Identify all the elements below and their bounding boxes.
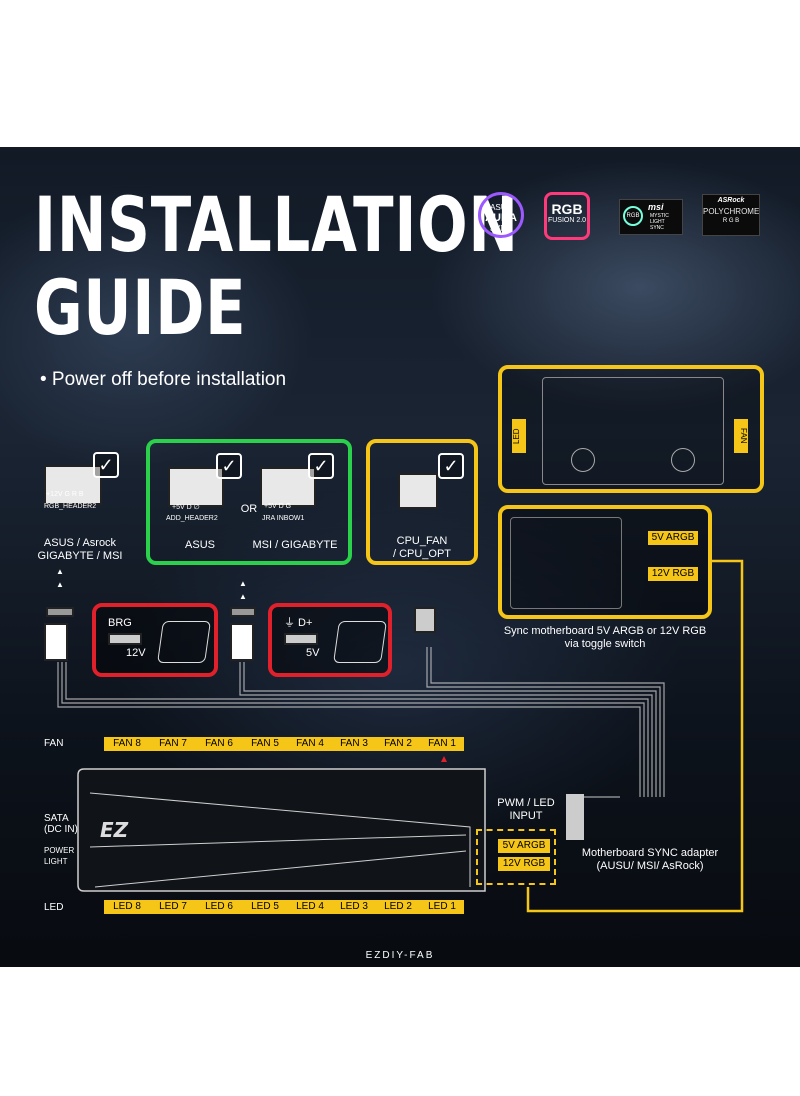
sata-label: SATA (DC IN) — [44, 813, 78, 835]
aura-logo-text: AURA — [485, 212, 517, 224]
fan-5-tag: FAN 5 — [242, 737, 288, 751]
rgb-fusion-main: RGB — [551, 201, 583, 217]
rgb-fusion-sub: FUSION 2.0 — [547, 217, 587, 224]
led-1-tag: LED 1 — [420, 900, 464, 914]
led-row-label: LED — [44, 902, 64, 913]
fan-header-icon — [398, 473, 438, 509]
header-left-label: ASUS / Asrock GIGABYTE / MSI — [37, 537, 123, 562]
page-title-line1: INSTALLATION — [34, 180, 519, 269]
power-off-note: • Power off before installation — [40, 369, 287, 390]
pwm-led-input-label: PWM / LED INPUT — [497, 797, 555, 822]
fan-7-tag: FAN 7 — [150, 737, 196, 751]
fan-6-tag: FAN 6 — [196, 737, 242, 751]
asus-header-name: ADD_HEADER2 — [166, 515, 218, 522]
fan-8-tag: FAN 8 — [104, 737, 150, 751]
hub-top-view: LED FAN — [498, 365, 764, 493]
msi-line2: LIGHT — [650, 219, 665, 225]
fan-plug-icon — [414, 607, 436, 633]
asrock-polychrome-logo: ASRock POLYCHROME R G B — [702, 194, 760, 236]
fan-4-tag: FAN 4 — [288, 737, 332, 751]
header-pins-icon — [260, 467, 316, 507]
msi-line1: MYSTIC — [650, 213, 669, 219]
header-pins-icon — [168, 467, 224, 507]
checkmark-icon: ✓ — [216, 453, 242, 479]
12v-rgb-option: 12V RGB — [648, 567, 698, 581]
led-3-tag: LED 3 — [332, 900, 376, 914]
board-outline-icon — [542, 377, 724, 485]
msi-mystic-light-logo: RGB msi MYSTIC LIGHT SYNC — [619, 199, 683, 235]
brg-label: BRG — [108, 617, 132, 629]
guide-poster: EZ INSTALLATION GUIDE • Power off before… — [0, 147, 800, 967]
hub-logo-icon: EZ — [100, 818, 129, 842]
cable-lines: EZ — [57, 559, 744, 913]
msi-header-name: JRA INBOW1 — [262, 515, 305, 522]
sync-logo-text: SYNC — [489, 224, 513, 233]
led-7-tag: LED 7 — [150, 900, 196, 914]
sync-adapter-label: Motherboard SYNC adapter (AUSU/ MSI/ AsR… — [581, 847, 719, 872]
power-light-label: POWER LIGHT — [44, 846, 75, 866]
page-title-line2: GUIDE — [34, 263, 247, 352]
header-name: RGB_HEADER2 — [44, 503, 97, 510]
pwm-connector-icon — [566, 794, 584, 840]
asus-aura-sync-logo: ASUS AURA SYNC — [478, 192, 524, 238]
fan-2-tag: FAN 2 — [376, 737, 420, 751]
asrock-name: ASRock — [717, 197, 745, 204]
connector-plug-icon — [46, 607, 74, 617]
5v-argb-option: 5V ARGB — [648, 531, 698, 545]
5v-label: 5V — [306, 647, 320, 659]
checkmark-icon: ✓ — [93, 452, 119, 478]
led-4-tag: LED 4 — [288, 900, 332, 914]
header-pin-labels: +12V G R B — [46, 491, 84, 498]
asus-logo-text: ASUS — [490, 203, 512, 212]
led-5-tag: LED 5 — [242, 900, 288, 914]
switch-housing-icon — [510, 517, 622, 609]
toggle-switch-view: 5V ARGB 12V RGB — [498, 505, 712, 619]
led-2-tag: LED 2 — [376, 900, 420, 914]
plug-outline-icon — [157, 621, 211, 663]
fan-1-tag: FAN 1 — [420, 737, 464, 751]
fan-row-label: FAN — [44, 738, 64, 749]
pin-icon — [284, 633, 318, 645]
polychrome-text: POLYCHROME — [703, 207, 760, 216]
pin-icon — [108, 633, 142, 645]
d-plus-label: ⏚ D+ — [284, 617, 313, 629]
asus-pin-labels: +5V D ∅ — [172, 504, 200, 511]
msi-line3: SYNC — [650, 225, 664, 231]
led-8-tag: LED 8 — [104, 900, 150, 914]
cpu-fan-header-group: ✓ CPU_FAN / CPU_OPT — [366, 439, 478, 565]
asus-msi-header-group: ✓ +5V D ∅ ADD_HEADER2 ASUS OR ✓ +5V D G … — [146, 439, 352, 565]
adapter-12v-rgb-option: 12V RGB — [498, 857, 550, 871]
or-label: OR — [240, 503, 258, 515]
5v-argb-connector: ⏚ D+ 5V — [268, 603, 392, 677]
12v-rgb-connector: BRG 12V — [92, 603, 218, 677]
asrock-rgb-text: R G B — [722, 218, 740, 224]
switch-caption: Sync motherboard 5V ARGB or 12V RGB via … — [503, 625, 707, 650]
msi-gigabyte-label: MSI / GIGABYTE — [252, 539, 338, 551]
fan-3-tag: FAN 3 — [332, 737, 376, 751]
adapter-5v-argb-option: 5V ARGB — [498, 839, 550, 853]
led-6-tag: LED 6 — [196, 900, 242, 914]
adapter-switch-box: 5V ARGB 12V RGB — [476, 829, 556, 885]
cable-plug-icon — [44, 623, 68, 661]
connector-plug-icon — [230, 607, 256, 617]
cable-plug-icon — [230, 623, 254, 661]
checkmark-icon: ✓ — [438, 453, 464, 479]
msi-name: msi — [648, 202, 664, 212]
asus-label: ASUS — [185, 539, 215, 551]
header-pins-icon — [44, 465, 102, 505]
checkmark-icon: ✓ — [308, 453, 334, 479]
rgb-fusion-logo: RGB FUSION 2.0 — [544, 192, 590, 240]
fan-side-tag: FAN — [734, 419, 748, 453]
msi-rgb-badge: RGB — [623, 206, 643, 226]
cpu-fan-label: CPU_FAN / CPU_OPT — [392, 535, 452, 560]
12v-label: 12V — [126, 647, 146, 659]
msi-pin-labels: +5V D G — [264, 503, 292, 510]
plug-outline-icon — [333, 621, 387, 663]
brand-footer: EZDIY-FAB — [365, 950, 435, 961]
led-side-tag: LED — [512, 419, 526, 453]
